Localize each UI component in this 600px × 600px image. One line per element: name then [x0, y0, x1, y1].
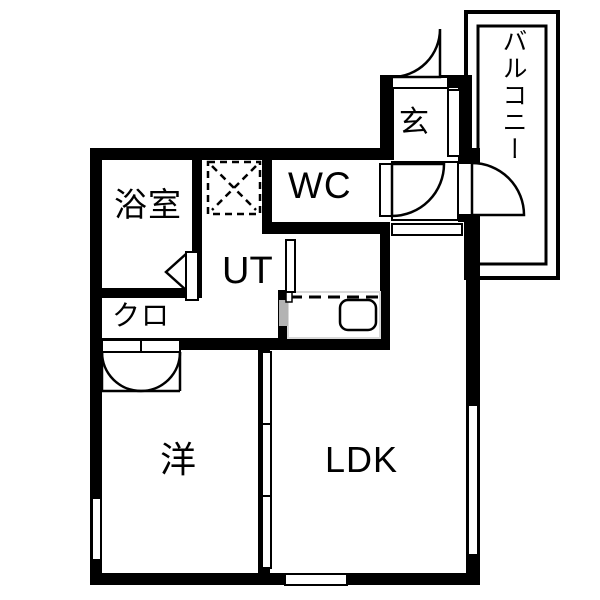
room-label-closet: クロ: [112, 300, 171, 331]
room-label-balcony: バルコニー: [499, 28, 527, 163]
room-label-bathroom: 浴室: [114, 186, 182, 223]
balcony-outline: [464, 10, 560, 280]
balcony-swing-door[interactable]: [457, 161, 526, 217]
bath-folding-door[interactable]: [164, 251, 199, 301]
entry-swing-door[interactable]: [391, 28, 449, 89]
kitchen-counter: [287, 291, 381, 339]
sink-icon: [338, 298, 378, 332]
shoe-cabinet: [447, 89, 461, 157]
ceiling-hatch-icon: [206, 160, 262, 216]
hall-swing-door[interactable]: [379, 162, 446, 218]
kitchen-doorway-marker: [279, 239, 296, 326]
room-label-toilet: WC: [288, 165, 352, 206]
room-label-western: 洋: [160, 439, 197, 480]
room-label-entrance: 玄: [399, 106, 429, 139]
windows: [91, 404, 479, 586]
room-label-utility: UT: [222, 250, 273, 292]
closet-double-doors[interactable]: [100, 339, 182, 393]
room-label-ldk: LDK: [325, 439, 399, 480]
room-sliding-partition[interactable]: [261, 351, 272, 569]
